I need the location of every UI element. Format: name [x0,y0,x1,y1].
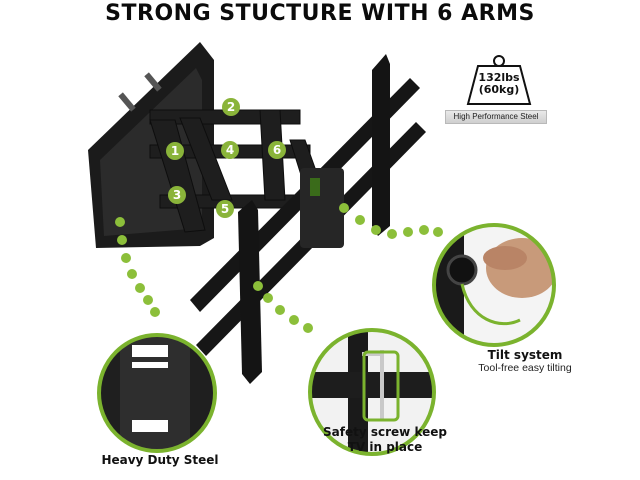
arm-number-5: 5 [216,200,234,218]
arm-number-1: 1 [166,142,184,160]
weight-kg: (60kg) [478,83,520,96]
arm-number-6: 6 [268,141,286,159]
caption-heavy-duty-steel: Heavy Duty Steel [101,453,219,467]
detail-safety-screw [308,328,436,456]
weight-badge: 132lbs (60kg) [464,54,534,106]
caption-tilt-system: Tilt system [487,348,563,362]
arm-number-2: 2 [222,98,240,116]
weight-label: 132lbs (60kg) [464,72,534,96]
vertical-brackets [238,54,390,384]
weight-lbs: 132lbs [478,71,520,84]
weight-icon [466,55,532,105]
steel-tag: High Performance Steel [445,110,547,124]
caption-safety-screw: Safety screw keep TV in place [300,425,470,455]
arm-number-4: 4 [221,141,239,159]
arm-number-3: 3 [168,186,186,204]
detail-heavy-steel [97,333,217,453]
headline: STRONG STUCTURE WITH 6 ARMS [105,1,535,26]
detail-tilt [432,223,556,347]
caption-safety-line2: TV in place [347,440,423,454]
caption-tilt-sub: Tool-free easy tilting [478,362,572,374]
dotted-connector [115,203,443,333]
caption-safety-line1: Safety screw keep [323,425,447,439]
